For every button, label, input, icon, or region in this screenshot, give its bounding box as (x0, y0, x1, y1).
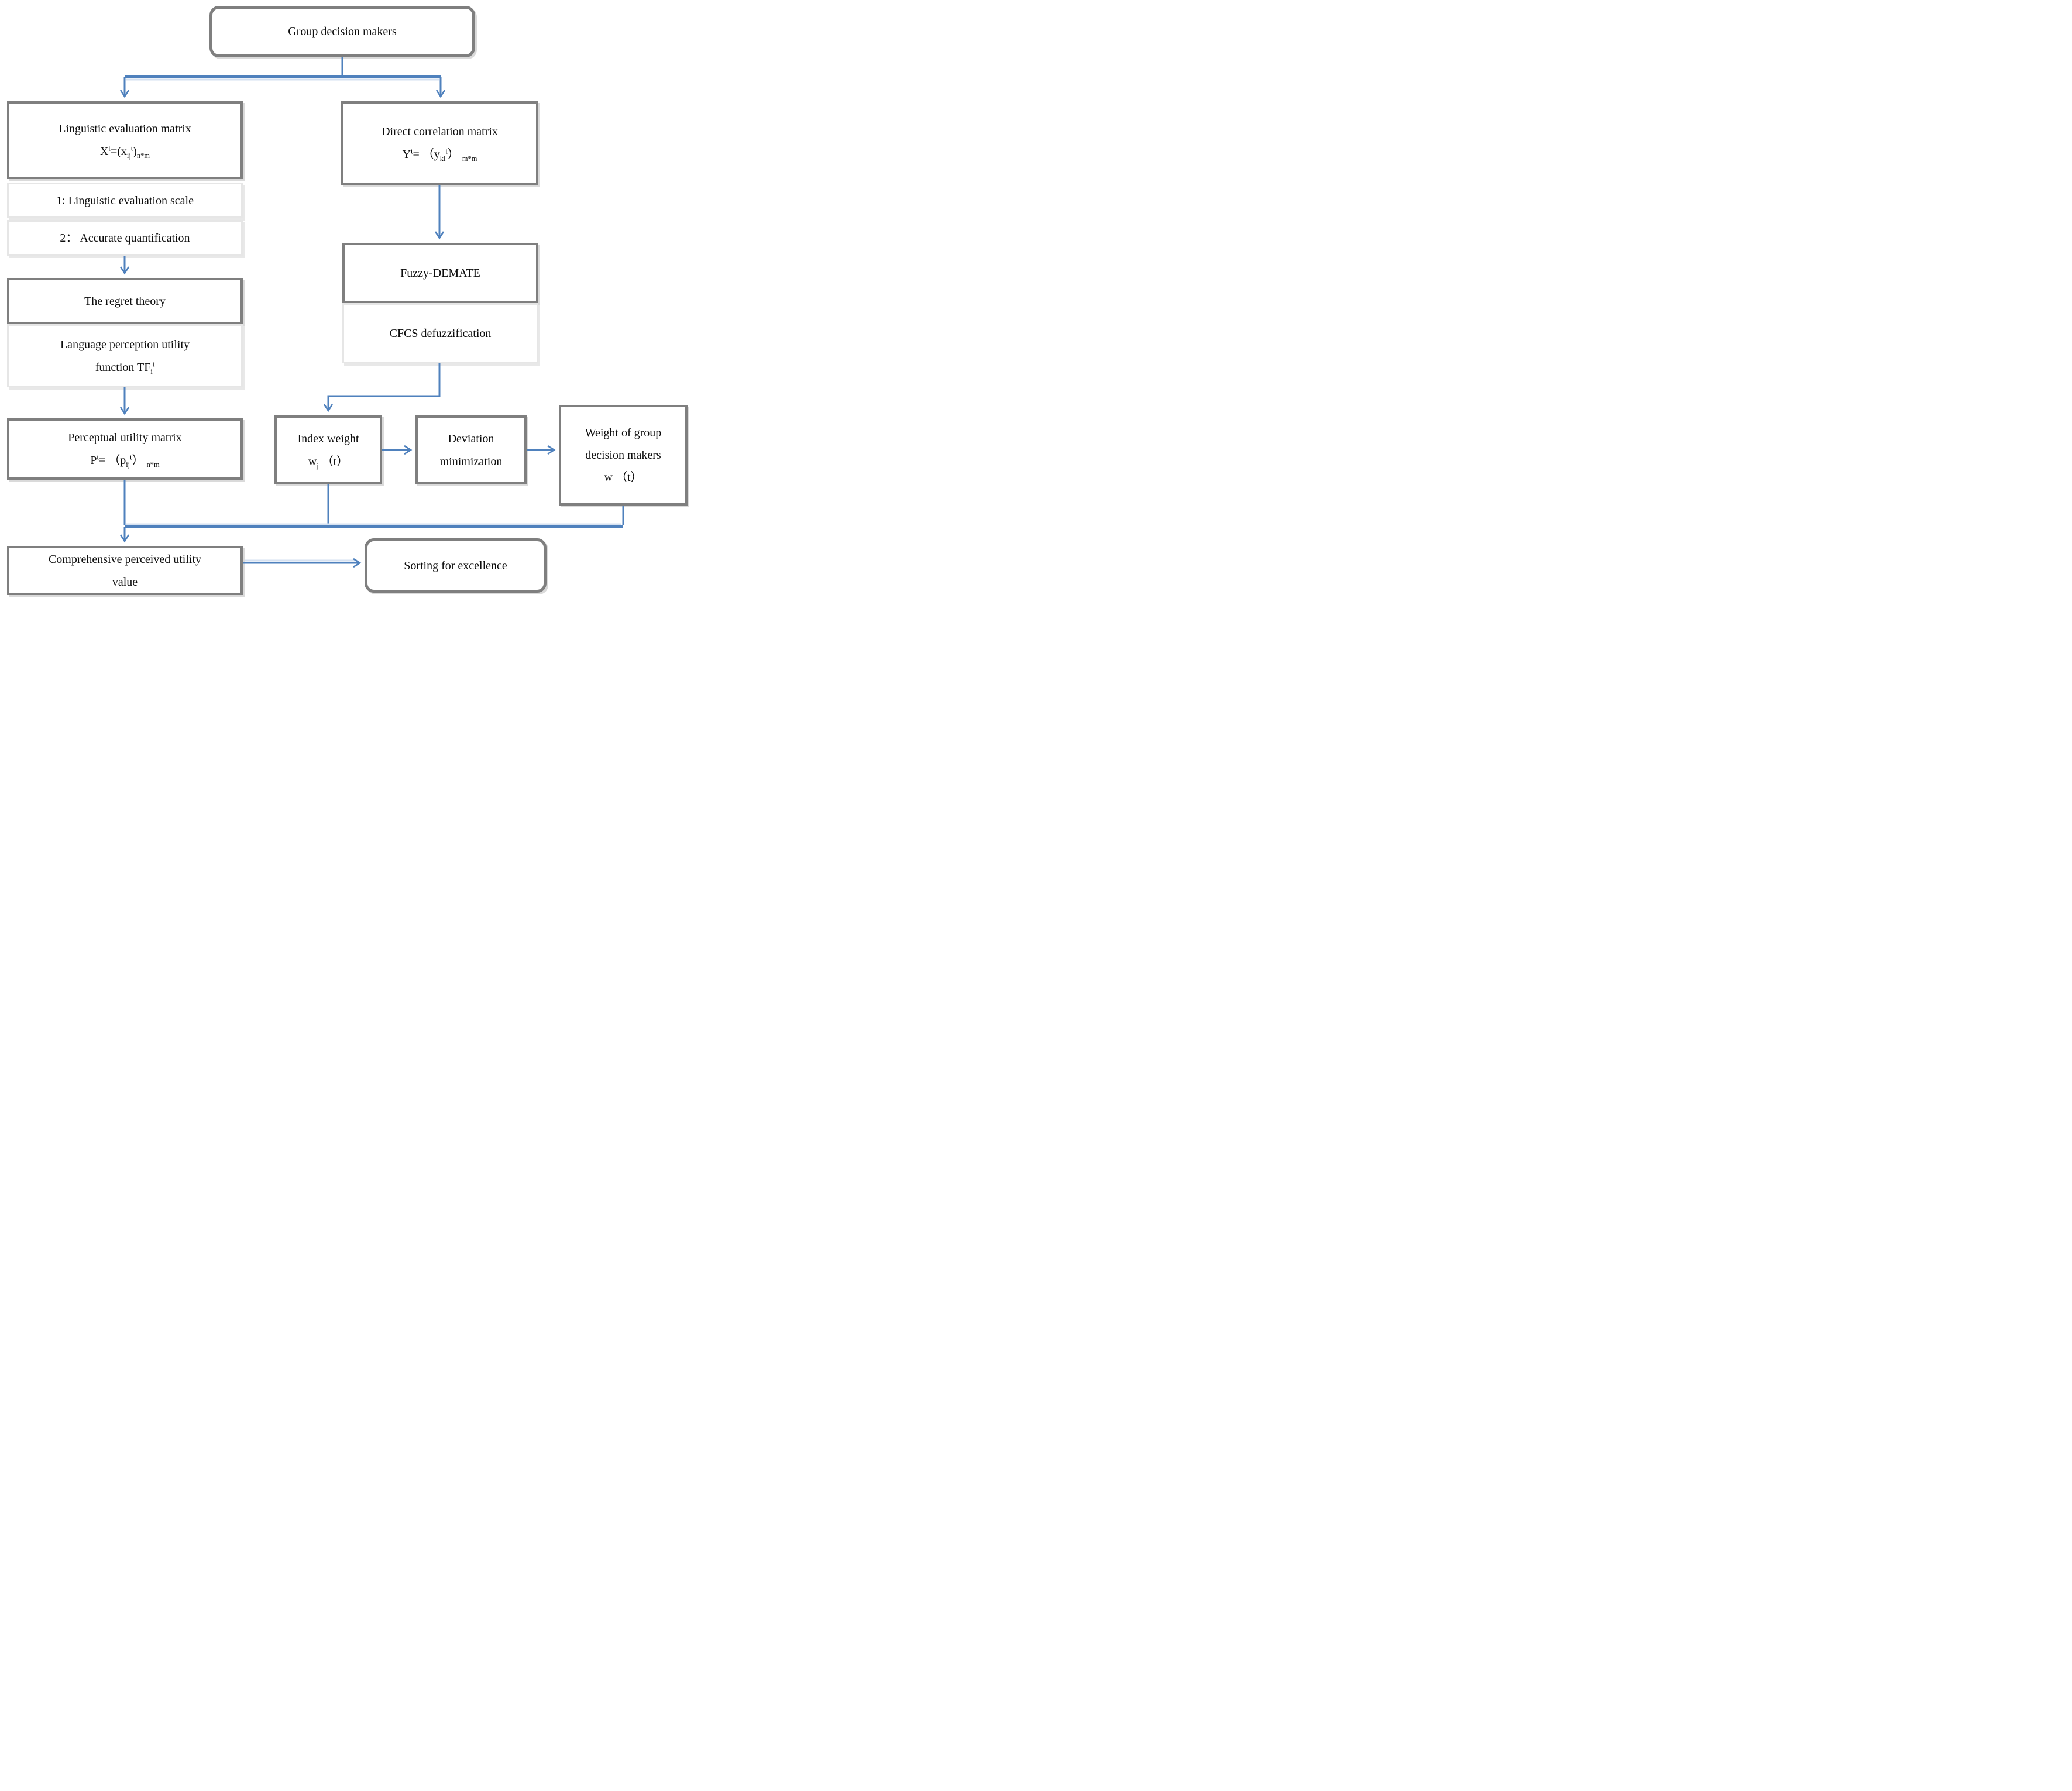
node-label: 1: Linguistic evaluation scale (56, 194, 194, 207)
node-formula: function TFit (95, 359, 155, 376)
node-title: Perceptual utility matrix (68, 431, 182, 444)
node-language-perception-utility-function: Language perception utility function TFi… (7, 324, 243, 387)
node-linguistic-evaluation-matrix: Linguistic evaluation matrix Xt=(xijt)n*… (7, 101, 243, 179)
node-linguistic-evaluation-scale: 1: Linguistic evaluation scale (7, 183, 243, 218)
node-label: 2： Accurate quantification (60, 231, 190, 245)
node-label: Sorting for excellence (404, 559, 507, 572)
node-label: Fuzzy-DEMATE (400, 266, 480, 280)
node-formula: wj （t） (308, 455, 349, 470)
node-perceptual-utility-matrix: Perceptual utility matrix Pt= （pijt） n*m (7, 418, 243, 480)
node-formula: Yt= （yklt） m*m (402, 147, 477, 163)
node-title: Direct correlation matrix (382, 125, 498, 138)
node-sorting-for-excellence: Sorting for excellence (365, 538, 547, 593)
node-regret-theory: The regret theory (7, 278, 243, 324)
flowchart-canvas: Group decision makers Linguistic evaluat… (0, 0, 690, 597)
node-formula: Xt=(xijt)n*m (100, 144, 150, 160)
node-cfcs-defuzzification: CFCS defuzzification (342, 303, 538, 363)
node-line1: Language perception utility (60, 338, 190, 351)
node-accurate-quantification: 2： Accurate quantification (7, 220, 243, 256)
node-line2: minimization (439, 455, 503, 468)
node-weight-of-group-decision-makers: Weight of group decision makers w （t） (559, 405, 688, 506)
node-comprehensive-perceived-utility-value: Comprehensive perceived utility value (7, 546, 243, 595)
node-label: The regret theory (84, 294, 166, 308)
node-line1: Comprehensive perceived utility (48, 552, 202, 566)
node-line1: Deviation (448, 432, 494, 445)
node-index-weight: Index weight wj （t） (274, 415, 382, 484)
node-deviation-minimization: Deviation minimization (415, 415, 527, 484)
node-label: CFCS defuzzification (389, 326, 492, 340)
arrow-cfcs-to-index-weight (323, 363, 441, 412)
node-line2: value (112, 575, 138, 589)
node-group-decision-makers: Group decision makers (209, 6, 475, 57)
node-fuzzy-dematel: Fuzzy-DEMATE (342, 243, 538, 303)
node-direct-correlation-matrix: Direct correlation matrix Yt= （yklt） m*m (341, 101, 538, 185)
node-formula: w （t） (604, 470, 642, 484)
node-label: Group decision makers (288, 25, 397, 38)
node-title: Linguistic evaluation matrix (59, 122, 191, 135)
node-formula: Pt= （pijt） n*m (90, 453, 160, 469)
node-line1: Index weight (297, 432, 359, 445)
node-line2: decision makers (585, 448, 661, 462)
node-line1: Weight of group (585, 426, 662, 439)
